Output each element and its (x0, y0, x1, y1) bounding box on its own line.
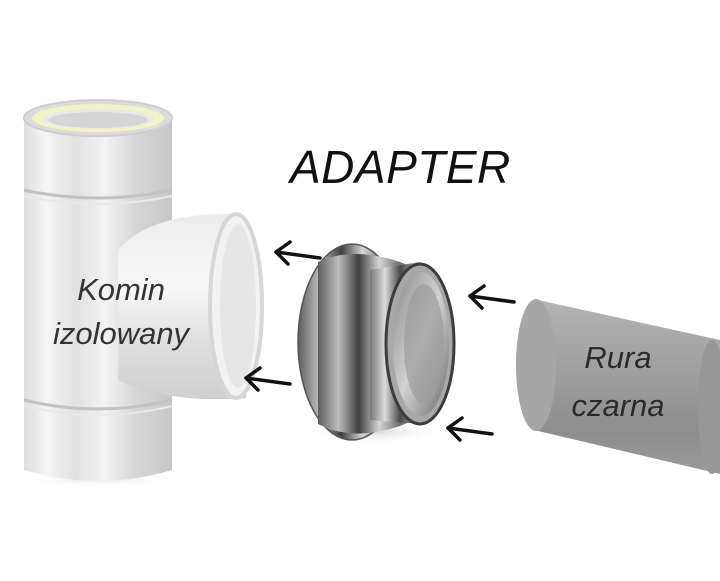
tee-ring-lower-highlight (23, 405, 173, 416)
chimney-label-line1: Komin (77, 272, 165, 307)
pipe-label-line1: Rura (584, 340, 652, 375)
arrow-left-icon (468, 284, 516, 310)
pipe-label-line2: czarna (571, 388, 665, 423)
tee-main-pipe (24, 118, 172, 481)
adapter-inner-shadow (404, 284, 444, 404)
insulated-chimney-tee (18, 99, 264, 488)
arrow-left-icon (274, 240, 322, 266)
tee-ring-upper (23, 188, 173, 200)
insulated-chimney-label: Komin izolowany (46, 268, 196, 356)
tee-ring-upper-highlight (23, 195, 173, 205)
adapter-title: ADAPTER (290, 141, 511, 193)
tee-branch-inner (220, 224, 256, 388)
black-pipe-body (534, 300, 720, 474)
chimney-label-line2: izolowany (52, 316, 190, 351)
arrow-left-icon (446, 416, 494, 442)
arrows (244, 240, 516, 442)
tee-inner-opening (48, 112, 148, 128)
tee-ring-lower (23, 398, 173, 411)
black-pipe-label: Rura czarna (548, 334, 688, 430)
black-pipe-end (516, 299, 556, 431)
arrow-left-icon (244, 366, 292, 392)
adapter (297, 243, 456, 444)
black-pipe (516, 299, 720, 474)
black-pipe-far-end (698, 340, 720, 474)
